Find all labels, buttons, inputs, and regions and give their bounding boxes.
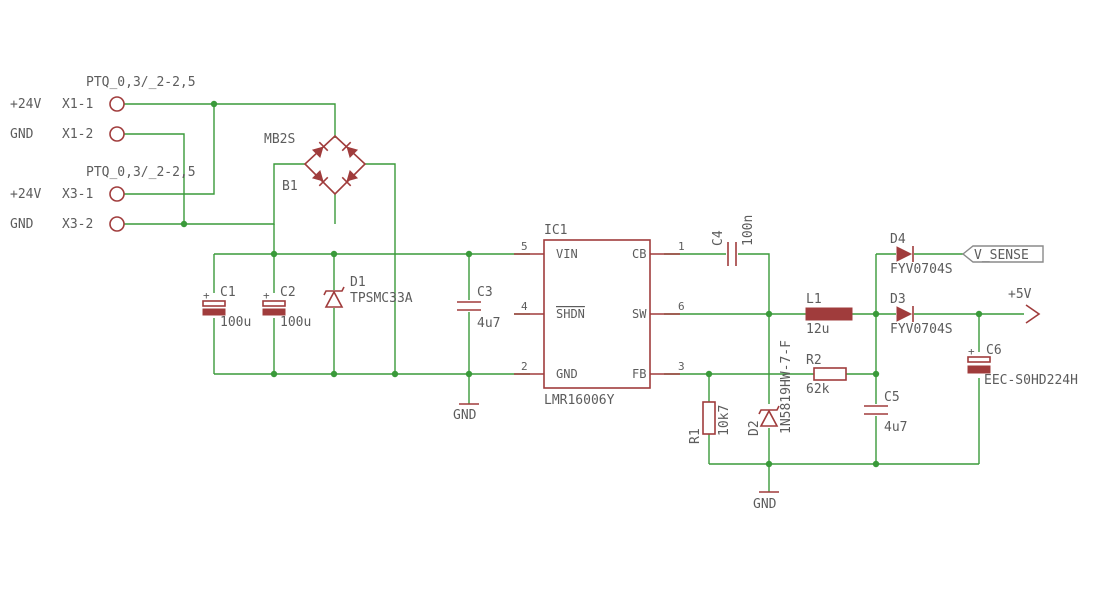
ic1-pin-fb: FB — [632, 367, 646, 381]
ic1-pin-num-6: 6 — [678, 300, 685, 313]
bridge-name: B1 — [282, 179, 298, 194]
connector-x3-1-net: +24V — [10, 187, 41, 202]
plus5v-label: +5V — [1008, 287, 1032, 302]
c4-name: C4 — [711, 230, 726, 246]
ic1-pin-shdn: SHDN — [556, 307, 585, 321]
capacitor-c5: C5 4u7 — [864, 390, 907, 435]
schottky-diode-d2: D2 1N5819HW-7-F — [747, 340, 794, 436]
c2-name: C2 — [280, 285, 296, 300]
capacitor-c1: + C1 100u — [202, 285, 251, 330]
r1-name: R1 — [688, 428, 703, 444]
gnd-left-label: GND — [453, 408, 477, 423]
connector-x1-2-pin: X1-2 — [62, 127, 93, 142]
connector-block-b-label: PTQ_0,3/_2-2,5 — [86, 165, 196, 180]
resistor-r1: R1 10k7 — [688, 401, 732, 444]
net-label-v-sense: V_SENSE — [961, 245, 1044, 263]
ic1-pin-num-2: 2 — [521, 360, 528, 373]
terminal-x3-2 — [109, 216, 125, 232]
capacitor-c6: + C6 EEC-S0HD224H — [967, 343, 1078, 388]
supply-plus5v: +5V — [1008, 287, 1041, 324]
resistor-r2: R2 62k — [806, 353, 847, 397]
ic1-pin-sw: SW — [632, 307, 647, 321]
terminal-x1-2 — [109, 126, 125, 142]
ic1-pin-num-5: 5 — [521, 240, 528, 253]
connector-block-a-label: PTQ_0,3/_2-2,5 — [86, 75, 196, 90]
diode-d3: D3 FYV0704S — [890, 292, 953, 337]
diode-d4: D4 FYV0704S — [890, 232, 953, 277]
ic1-value: LMR16006Y — [544, 393, 615, 408]
terminal-x3-1 — [109, 186, 125, 202]
bridge-value: MB2S — [264, 132, 295, 147]
terminal-x1-1 — [109, 96, 125, 112]
gnd-symbol-right: GND — [753, 491, 779, 512]
connector-x1-1-pin: X1-1 — [62, 97, 93, 112]
d3-name: D3 — [890, 292, 906, 307]
ic1-pin-cb: CB — [632, 247, 646, 261]
c1-value: 100u — [220, 315, 251, 330]
connector-x3: PTQ_0,3/_2-2,5 +24V X3-1 GND X3-2 — [10, 165, 196, 232]
d3-value: FYV0704S — [890, 322, 953, 337]
connector-x3-2-net: GND — [10, 217, 34, 232]
connector-x3-2-pin: X3-2 — [62, 217, 93, 232]
r1-value: 10k7 — [717, 405, 732, 436]
c1-name: C1 — [220, 285, 236, 300]
svg-text:+: + — [203, 289, 210, 302]
ic1-pin-gnd: GND — [556, 367, 578, 381]
capacitor-c3: C3 4u7 — [457, 285, 500, 331]
l1-value: 12u — [806, 322, 829, 337]
c4-value: 100n — [741, 215, 756, 246]
c6-value: EEC-S0HD224H — [984, 373, 1078, 388]
d1-value: TPSMC33A — [350, 291, 413, 306]
c2-value: 100u — [280, 315, 311, 330]
ic1-pin-num-1: 1 — [678, 240, 685, 253]
tvs-diode-d1: D1 TPSMC33A — [323, 275, 413, 308]
c5-value: 4u7 — [884, 420, 907, 435]
r2-name: R2 — [806, 353, 822, 368]
gnd-symbol-left: GND — [453, 403, 479, 423]
c5-name: C5 — [884, 390, 900, 405]
v-sense-label: V_SENSE — [974, 248, 1029, 263]
gnd-right-label: GND — [753, 497, 777, 512]
ic1-pin-num-4: 4 — [521, 300, 528, 313]
r2-value: 62k — [806, 382, 830, 397]
ic1-pin-vin: VIN — [556, 247, 578, 261]
connector-x3-1-pin: X3-1 — [62, 187, 93, 202]
d4-name: D4 — [890, 232, 906, 247]
capacitor-c4: C4 100n — [711, 215, 756, 266]
svg-text:+: + — [263, 289, 270, 302]
connector-x1-2-net: GND — [10, 127, 34, 142]
d4-value: FYV0704S — [890, 262, 953, 277]
junctions — [180, 100, 983, 468]
d1-name: D1 — [350, 275, 366, 290]
l1-name: L1 — [806, 292, 822, 307]
wires — [124, 103, 1024, 492]
d2-name: D2 — [747, 420, 762, 436]
ic-lmr16006y: IC1 LMR16006Y VIN SHDN GND CB SW FB 5 4 … — [514, 223, 685, 408]
c3-value: 4u7 — [477, 316, 500, 331]
svg-text:+: + — [968, 345, 975, 358]
inductor-l1: L1 12u — [805, 292, 853, 337]
bridge-rectifier-b1: MB2S B1 — [264, 132, 367, 196]
c6-name: C6 — [986, 343, 1002, 358]
connector-x1-1-net: +24V — [10, 97, 41, 112]
capacitor-c2: + C2 100u — [262, 285, 311, 330]
ic1-pin-num-3: 3 — [678, 360, 685, 373]
ic1-name: IC1 — [544, 223, 567, 238]
connector-x1: PTQ_0,3/_2-2,5 +24V X1-1 GND X1-2 — [10, 75, 196, 142]
c3-name: C3 — [477, 285, 493, 300]
d2-value: 1N5819HW-7-F — [779, 340, 794, 434]
